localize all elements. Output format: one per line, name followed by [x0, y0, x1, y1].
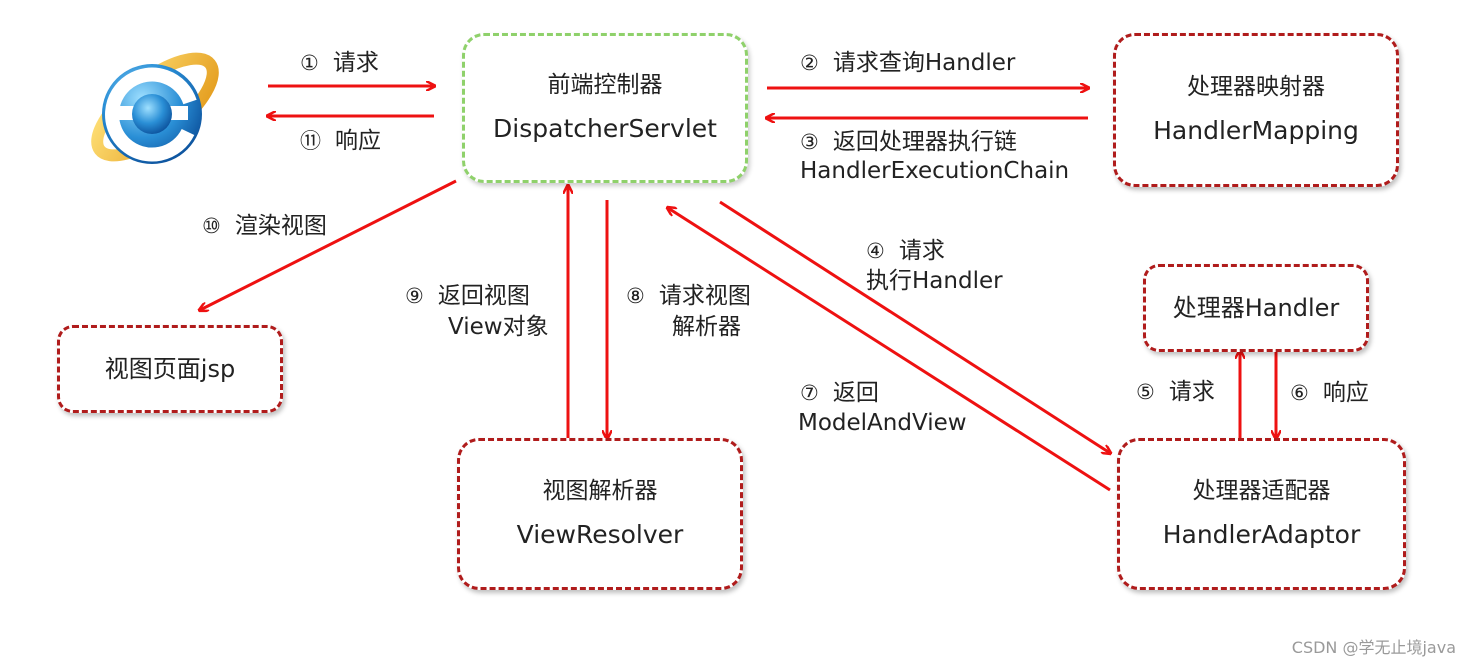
ie-browser-icon — [80, 32, 230, 182]
dispatcher-cn-label: 前端控制器 — [547, 72, 663, 98]
watermark: CSDN @学无止境java — [1291, 638, 1456, 657]
handler-adaptor-box: 处理器适配器 HandlerAdaptor — [1117, 438, 1406, 590]
handler-cn-label: 处理器Handler — [1172, 294, 1340, 322]
step-9-label-line2: View对象 — [448, 314, 549, 340]
mapping-en-label: HandlerMapping — [1153, 116, 1359, 145]
step-4-label-line2: 执行Handler — [866, 268, 1003, 294]
adaptor-cn-label: 处理器适配器 — [1192, 478, 1331, 504]
view-resolver-box: 视图解析器 ViewResolver — [457, 438, 743, 590]
view-jsp-box: 视图页面jsp — [57, 325, 283, 413]
resolver-en-label: ViewResolver — [516, 520, 684, 549]
arrow-10-render-view — [200, 179, 457, 310]
dispatcher-servlet-box: 前端控制器 DispatcherServlet — [462, 33, 748, 183]
handler-mapping-box: 处理器映射器 HandlerMapping — [1113, 33, 1399, 187]
step-7-label-line2: ModelAndView — [798, 410, 967, 436]
arrow-4-execute-handler — [719, 200, 1110, 453]
dispatcher-en-label: DispatcherServlet — [493, 114, 717, 143]
step-8-label-line2: 解析器 — [672, 314, 741, 340]
resolver-cn-label: 视图解析器 — [542, 478, 658, 504]
step-3-label-line2: HandlerExecutionChain — [800, 158, 1070, 184]
view-cn-label: 视图页面jsp — [104, 355, 236, 383]
handler-box: 处理器Handler — [1143, 264, 1369, 352]
adaptor-en-label: HandlerAdaptor — [1162, 520, 1361, 549]
arrow-7-return-modelandview — [668, 208, 1111, 492]
mapping-cn-label: 处理器映射器 — [1187, 74, 1325, 100]
